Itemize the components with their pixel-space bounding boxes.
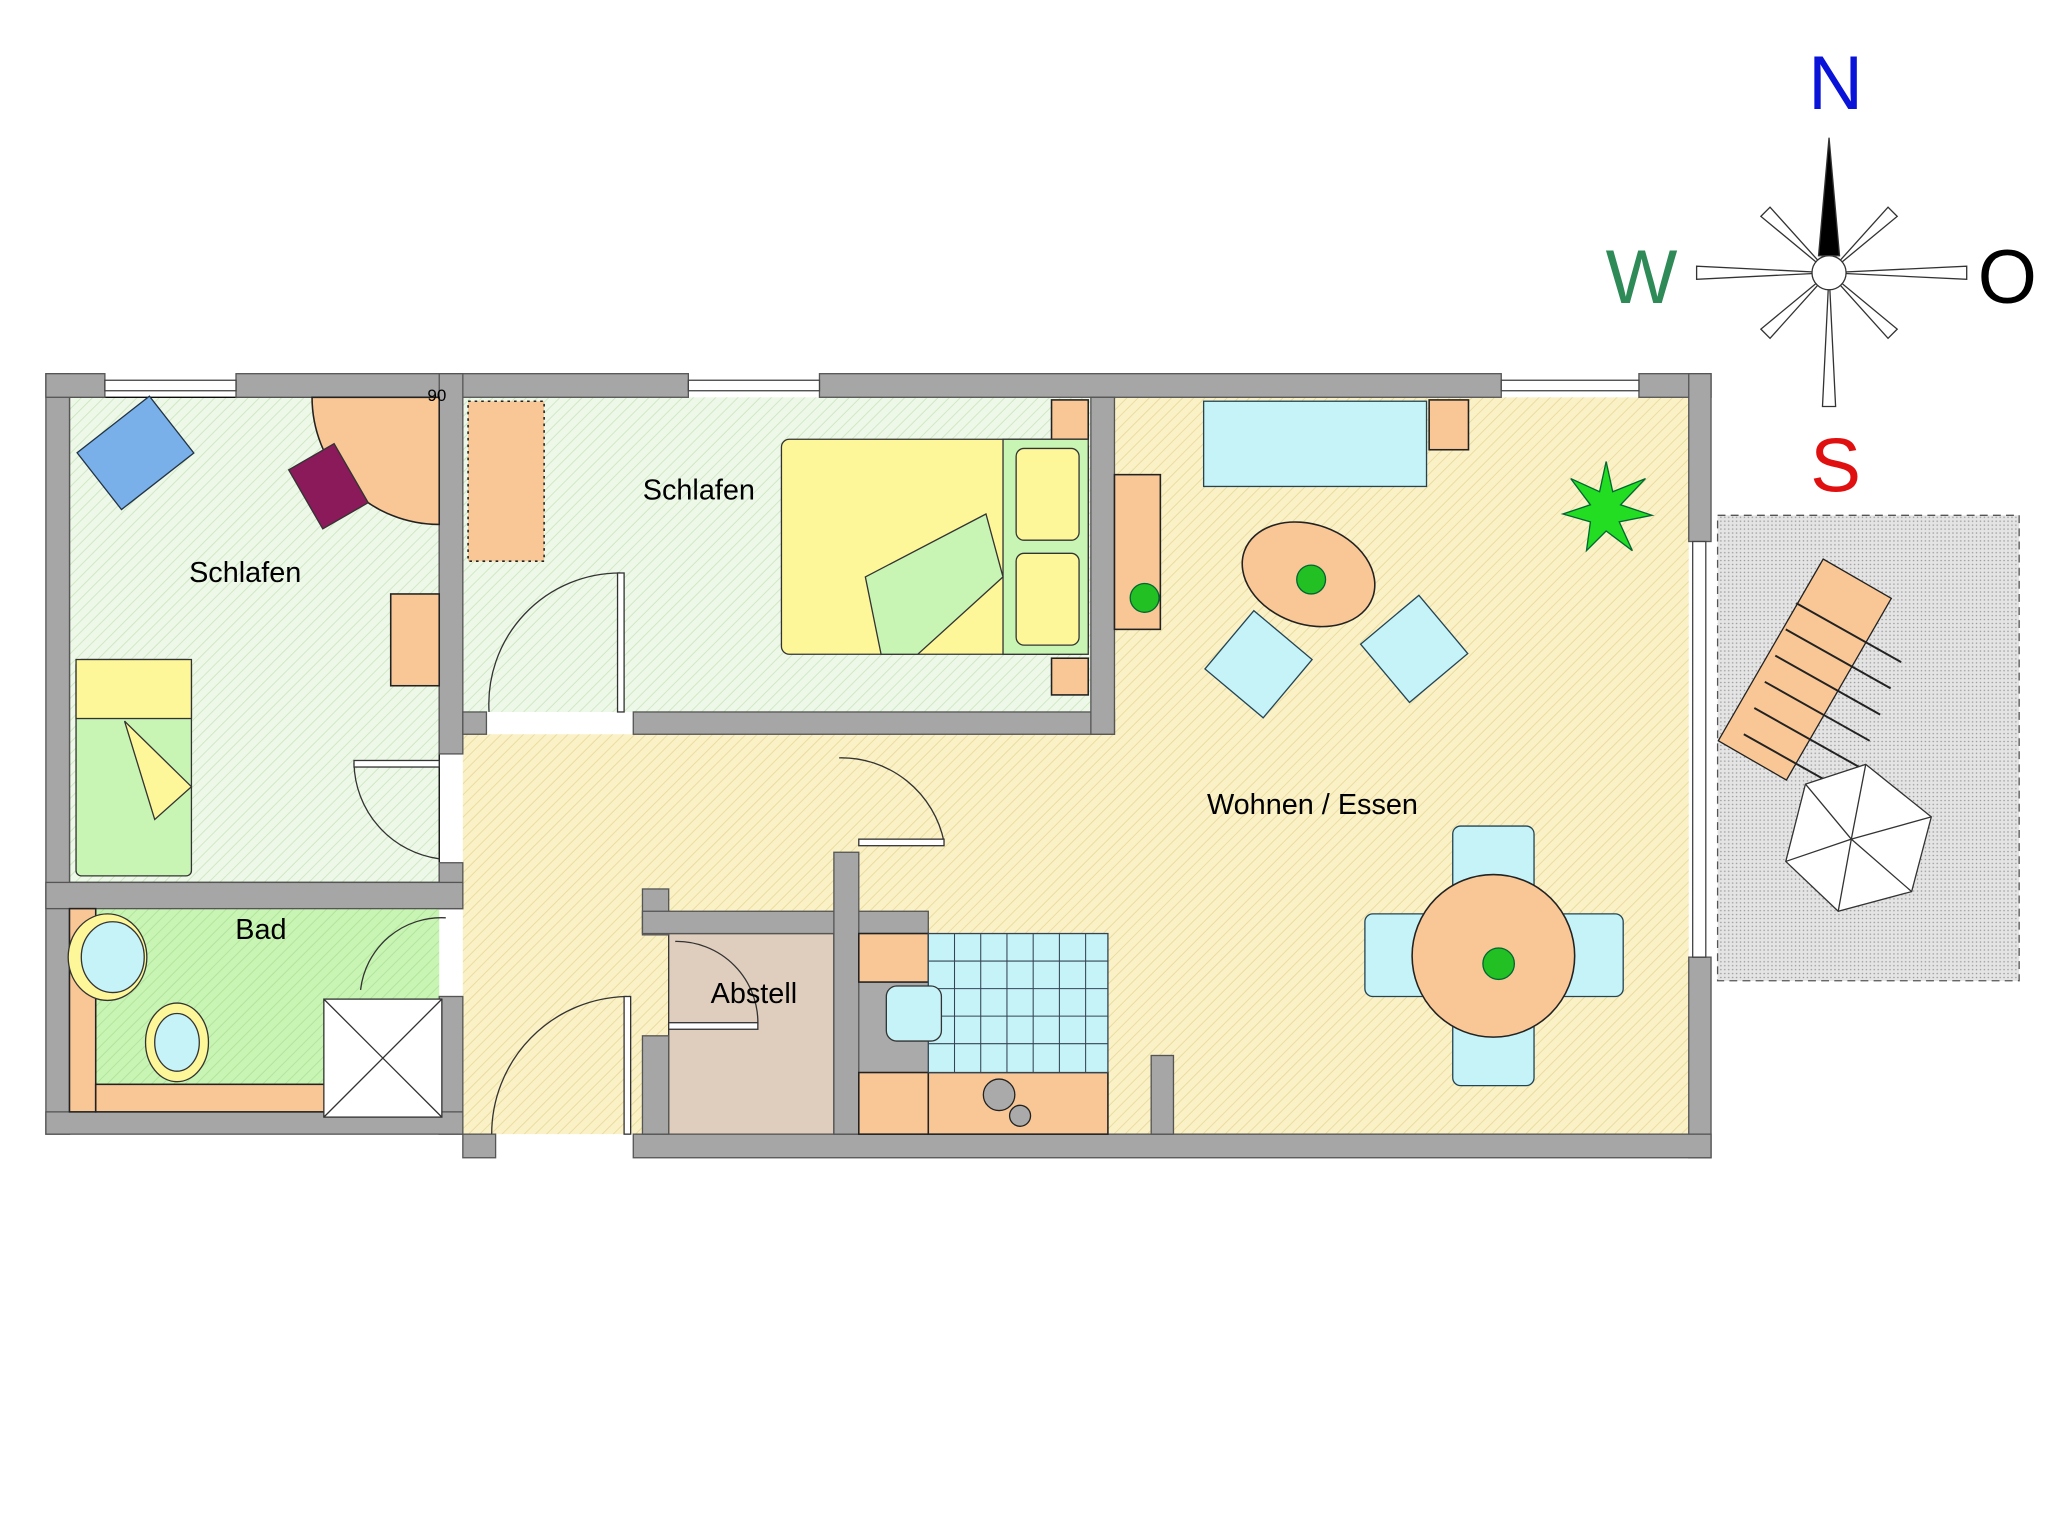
kitchen-furniture [858,932,1109,1135]
room-label-bath: Bad [235,914,286,946]
room-label-storage: Abstell [711,978,798,1010]
bedroom-middle-furniture [467,399,1090,696]
compass-east: O [1978,235,2037,320]
room-label-living: Wohnen / Essen [1207,789,1418,821]
compass-rose-icon [1695,137,1968,408]
compass-west: W [1606,235,1678,320]
floor-storage [668,932,835,1135]
compass-south: S [1810,424,1861,509]
bedroom-left-furniture [75,395,441,877]
terrace [1716,514,2020,982]
bath-furniture [67,907,443,1118]
windows [104,379,1707,958]
dimension-fragment: 90 [427,386,446,405]
room-label-bedroom-middle: Schlafen [643,475,755,507]
compass-north: N [1808,41,1863,126]
sun-lounger [1743,602,1902,795]
plant-icon [1560,461,1655,553]
room-label-bedroom-left: Schlafen [189,557,301,589]
walls [45,373,1712,1159]
living-furniture [1113,399,1655,1087]
doors [353,572,945,1135]
